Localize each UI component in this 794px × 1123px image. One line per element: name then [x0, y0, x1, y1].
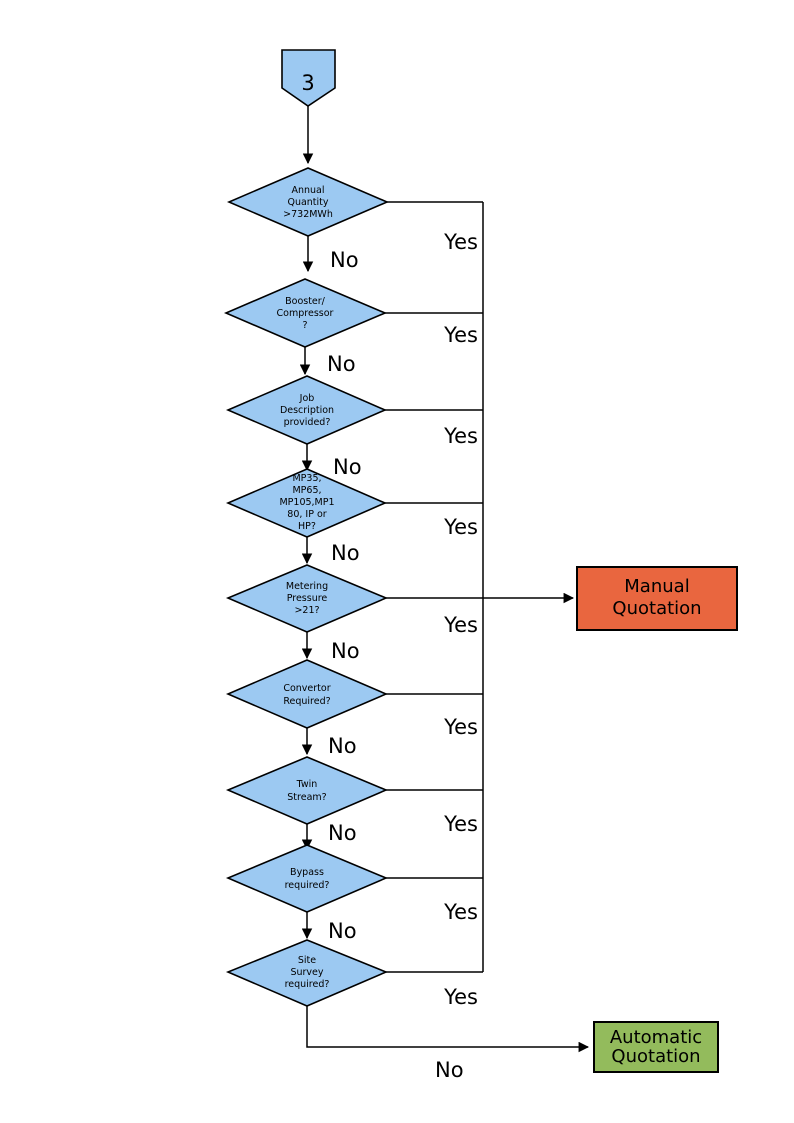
annual-quantity-line-0: Annual: [291, 185, 324, 196]
label-yes-metering-pressure: Yes: [443, 613, 478, 637]
label-no-pressure-tier: No: [331, 541, 360, 565]
annual-quantity-line-2: >732MWh: [283, 209, 333, 220]
label-yes-booster-compressor: Yes: [443, 323, 478, 347]
node-site-survey[interactable]: Site Survey required?: [225, 939, 389, 1007]
node-manual-quotation[interactable]: Manual Quotation: [576, 566, 738, 631]
automatic-quotation-shape: [593, 1021, 719, 1073]
metering-pressure-line-2: >21?: [294, 605, 319, 616]
annual-quantity-line-1: Quantity: [287, 197, 328, 208]
label-yes-convertor: Yes: [443, 715, 478, 739]
job-description-line-1: Description: [280, 405, 334, 416]
edge-site-survey-no-to-automatic: [306, 1006, 590, 1053]
label-yes-annual-quantity: Yes: [443, 230, 478, 254]
convertor-shape: [225, 659, 389, 729]
job-description-line-2: provided?: [284, 417, 331, 428]
connector-3-label: 3: [301, 71, 314, 95]
connector-3-shape: [281, 49, 336, 107]
bypass-line-1: required?: [285, 880, 330, 891]
booster-compressor-line-0: Booster/: [285, 296, 326, 307]
manual-quotation-shape: [576, 566, 738, 631]
twin-stream-line-1: Stream?: [287, 792, 326, 803]
pressure-tier-line-2: MP105,MP1: [279, 497, 334, 508]
node-annual-quantity[interactable]: Annual Quantity >732MWh: [226, 167, 390, 237]
bypass-line-0: Bypass: [290, 867, 324, 878]
node-bypass[interactable]: Bypass required?: [225, 844, 389, 913]
booster-compressor-line-2: ?: [302, 320, 307, 331]
site-survey-line-1: Survey: [290, 967, 323, 978]
label-yes-twin-stream: Yes: [443, 812, 478, 836]
job-description-line-0: Job: [299, 393, 315, 404]
twin-stream-shape: [225, 756, 389, 825]
label-yes-pressure-tier: Yes: [443, 515, 478, 539]
node-metering-pressure[interactable]: Metering Pressure >21?: [225, 564, 389, 633]
node-convertor[interactable]: Convertor Required?: [225, 659, 389, 729]
node-booster-compressor[interactable]: Booster/ Compressor ?: [223, 278, 388, 348]
automatic-quotation-line-1: Quotation: [611, 1046, 700, 1067]
label-no-bypass: No: [328, 919, 357, 943]
label-no-job-description: No: [333, 455, 362, 479]
label-no-annual-quantity: No: [330, 248, 359, 272]
label-yes-job-description: Yes: [443, 424, 478, 448]
label-yes-bypass: Yes: [443, 900, 478, 924]
site-survey-line-0: Site: [298, 955, 316, 966]
convertor-line-1: Required?: [283, 696, 330, 707]
pressure-tier-line-4: HP?: [298, 521, 316, 532]
node-automatic-quotation[interactable]: Automatic Quotation: [593, 1021, 719, 1073]
metering-pressure-line-0: Metering: [286, 581, 328, 592]
pressure-tier-line-3: 80, IP or: [287, 509, 326, 520]
node-twin-stream[interactable]: Twin Stream?: [225, 756, 389, 825]
convertor-line-0: Convertor: [283, 683, 330, 694]
twin-stream-line-0: Twin: [296, 779, 318, 790]
bypass-shape: [225, 844, 389, 913]
label-no-final: No: [435, 1058, 464, 1082]
automatic-quotation-line-0: Automatic: [610, 1027, 702, 1048]
pressure-tier-line-0: MP35,: [292, 473, 321, 484]
label-no-booster-compressor: No: [327, 352, 356, 376]
booster-compressor-line-1: Compressor: [277, 308, 334, 319]
label-no-twin-stream: No: [328, 821, 357, 845]
site-survey-line-2: required?: [285, 979, 330, 990]
manual-quotation-line-0: Manual: [624, 576, 689, 597]
manual-quotation-line-1: Quotation: [612, 598, 701, 619]
node-connector-3[interactable]: 3: [281, 49, 336, 107]
metering-pressure-line-1: Pressure: [287, 593, 328, 604]
label-no-metering-pressure: No: [331, 639, 360, 663]
node-pressure-tier[interactable]: MP35, MP65, MP105,MP1 80, IP or HP?: [225, 468, 388, 538]
label-yes-site-survey: Yes: [443, 985, 478, 1009]
node-job-description[interactable]: Job Description provided?: [225, 375, 388, 445]
label-no-convertor: No: [328, 734, 357, 758]
pressure-tier-line-1: MP65,: [292, 485, 321, 496]
